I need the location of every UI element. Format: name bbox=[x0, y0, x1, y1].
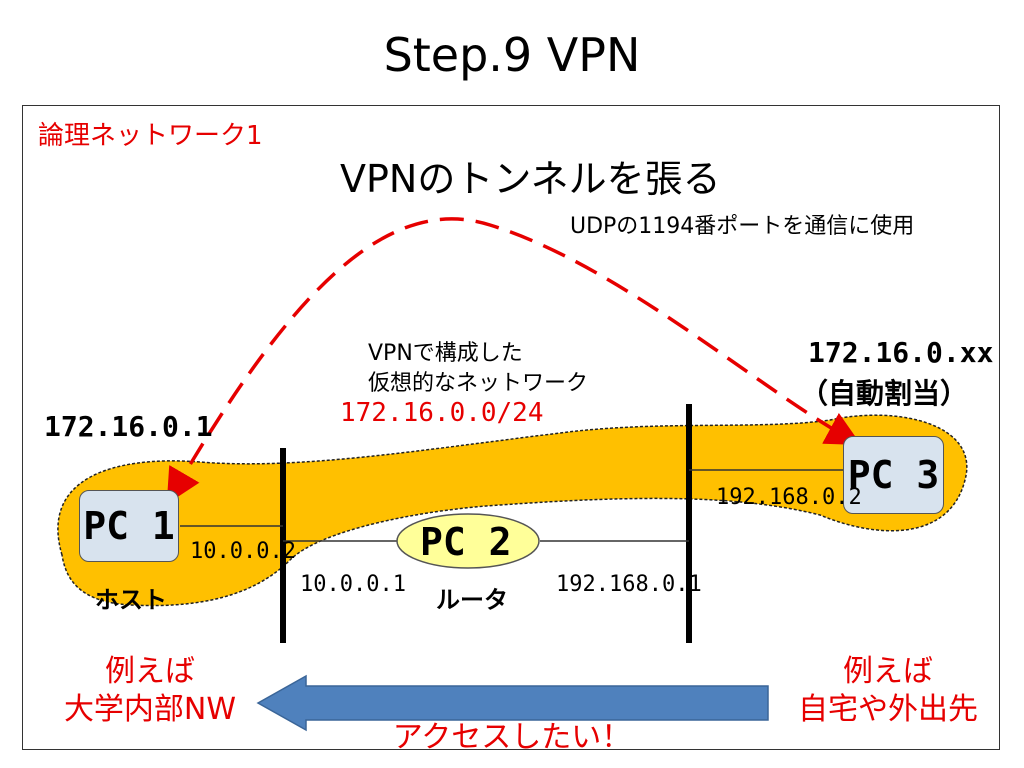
pc1-role: ホスト bbox=[95, 586, 167, 614]
access-label: アクセスしたい！ bbox=[392, 720, 632, 755]
slide-title: Step.9 VPN bbox=[383, 28, 641, 82]
vpn-subnet: 172.16.0.0/24 bbox=[340, 398, 544, 428]
pc1-label: PC 1 bbox=[83, 504, 175, 548]
pc2-right-ip: 192.168.0.1 bbox=[556, 572, 702, 597]
vpn-desc-line2: 仮想的なネットワーク bbox=[368, 371, 589, 396]
vpn-tunnel-arc bbox=[166, 217, 862, 505]
pc2-router-ellipse bbox=[396, 513, 540, 569]
udp-note: UDPの1194番ポートを通信に使用 bbox=[570, 214, 915, 239]
pc3-vpn-note: （自動割当） bbox=[800, 377, 969, 410]
pc3-vpn-ip: 172.16.0.xx bbox=[808, 336, 994, 369]
pc2-label: PC 2 bbox=[420, 520, 512, 564]
vpn-desc-line1: VPNで構成した bbox=[368, 341, 523, 366]
access-arrow bbox=[256, 674, 769, 732]
right-example-line2: 自宅や外出先 bbox=[798, 692, 978, 727]
network-label: 論理ネットワーク1 bbox=[38, 121, 263, 151]
pc2-role: ルータ bbox=[436, 586, 508, 614]
tunnel-heading: VPNのトンネルを張る bbox=[340, 157, 721, 201]
pc3-box: PC 3 bbox=[843, 436, 944, 514]
pc1-box: PC 1 bbox=[79, 490, 179, 562]
left-example-line1: 例えば bbox=[105, 654, 195, 689]
pc1-vpn-ip: 172.16.0.1 bbox=[44, 410, 213, 443]
left-example-line2: 大学内部NW bbox=[63, 692, 237, 727]
vpn-virtual-network-area bbox=[57, 414, 968, 607]
pc3-label: PC 3 bbox=[847, 453, 940, 497]
pc3-lan-ip: 192.168.0.2 bbox=[716, 485, 862, 510]
right-example-line1: 例えば bbox=[843, 654, 933, 689]
slide-frame bbox=[22, 105, 1000, 750]
pc1-lan-ip: 10.0.0.2 bbox=[190, 539, 296, 564]
pc2-left-ip: 10.0.0.1 bbox=[300, 572, 406, 597]
